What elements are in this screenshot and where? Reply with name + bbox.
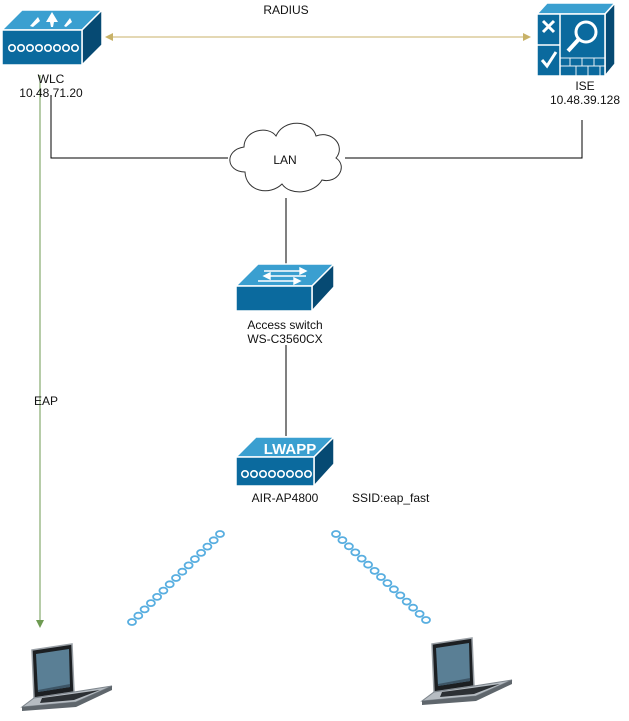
radius-label: RADIUS (263, 3, 308, 17)
signal-loop (401, 597, 412, 606)
switch-icon[interactable] (234, 262, 336, 313)
signal-loop (331, 530, 341, 538)
wlc-name-label: WLC (38, 72, 65, 86)
wlc-lan-link (50, 95, 228, 159)
lan-label: LAN (273, 153, 296, 167)
signal-loop (177, 567, 188, 576)
signal-loop (202, 542, 213, 551)
switch-model-label: WS-C3560CX (247, 332, 322, 346)
signal-loop (363, 560, 374, 569)
signal-loop (171, 574, 181, 582)
signal-loop (158, 586, 169, 595)
signal-loop (145, 599, 156, 607)
signal-loop (350, 548, 361, 557)
signal-loop (395, 591, 406, 600)
signal-loop (152, 593, 163, 601)
signal-loop (337, 536, 348, 544)
signal-loop (369, 567, 380, 575)
signal-loop (189, 555, 200, 563)
signal-loop (376, 573, 386, 581)
signal-loop (208, 536, 219, 545)
ssid-label: SSID:eap_fast (352, 491, 430, 505)
eap-label: EAP (34, 394, 58, 408)
ise-name-label: ISE (575, 79, 594, 93)
signal-loop (382, 579, 393, 587)
signal-loop (343, 542, 354, 551)
signal-loop (414, 610, 425, 618)
signal-loop (127, 618, 137, 626)
signal-loop (183, 561, 194, 570)
signal-loop (196, 549, 207, 557)
ise-ip-label: 10.48.39.128 (550, 93, 620, 107)
signal-loop (421, 616, 431, 624)
ise-lan-link (345, 120, 583, 159)
signal-loop (408, 603, 419, 612)
laptop-icon[interactable] (420, 637, 513, 705)
wlc-ip-label: 10.48.71.20 (19, 86, 83, 100)
signal-loop (388, 585, 399, 594)
signal-loop (215, 530, 225, 538)
signal-loop (139, 605, 150, 614)
wlc-icon[interactable] (0, 8, 104, 67)
ise-icon[interactable] (535, 1, 617, 79)
ap-badge-label: LWAPP (264, 441, 317, 458)
access-point-icon[interactable] (234, 435, 336, 488)
wireless-signal-right (331, 530, 431, 624)
laptop-icon[interactable] (20, 643, 113, 711)
wireless-signal-left (127, 530, 225, 626)
signal-loop (133, 611, 144, 620)
signal-loop (164, 580, 175, 589)
cloud-icon (229, 122, 342, 193)
signal-loop (356, 554, 367, 563)
ap-name-label: AIR-AP4800 (252, 491, 319, 505)
switch-name-label: Access switch (247, 318, 322, 332)
